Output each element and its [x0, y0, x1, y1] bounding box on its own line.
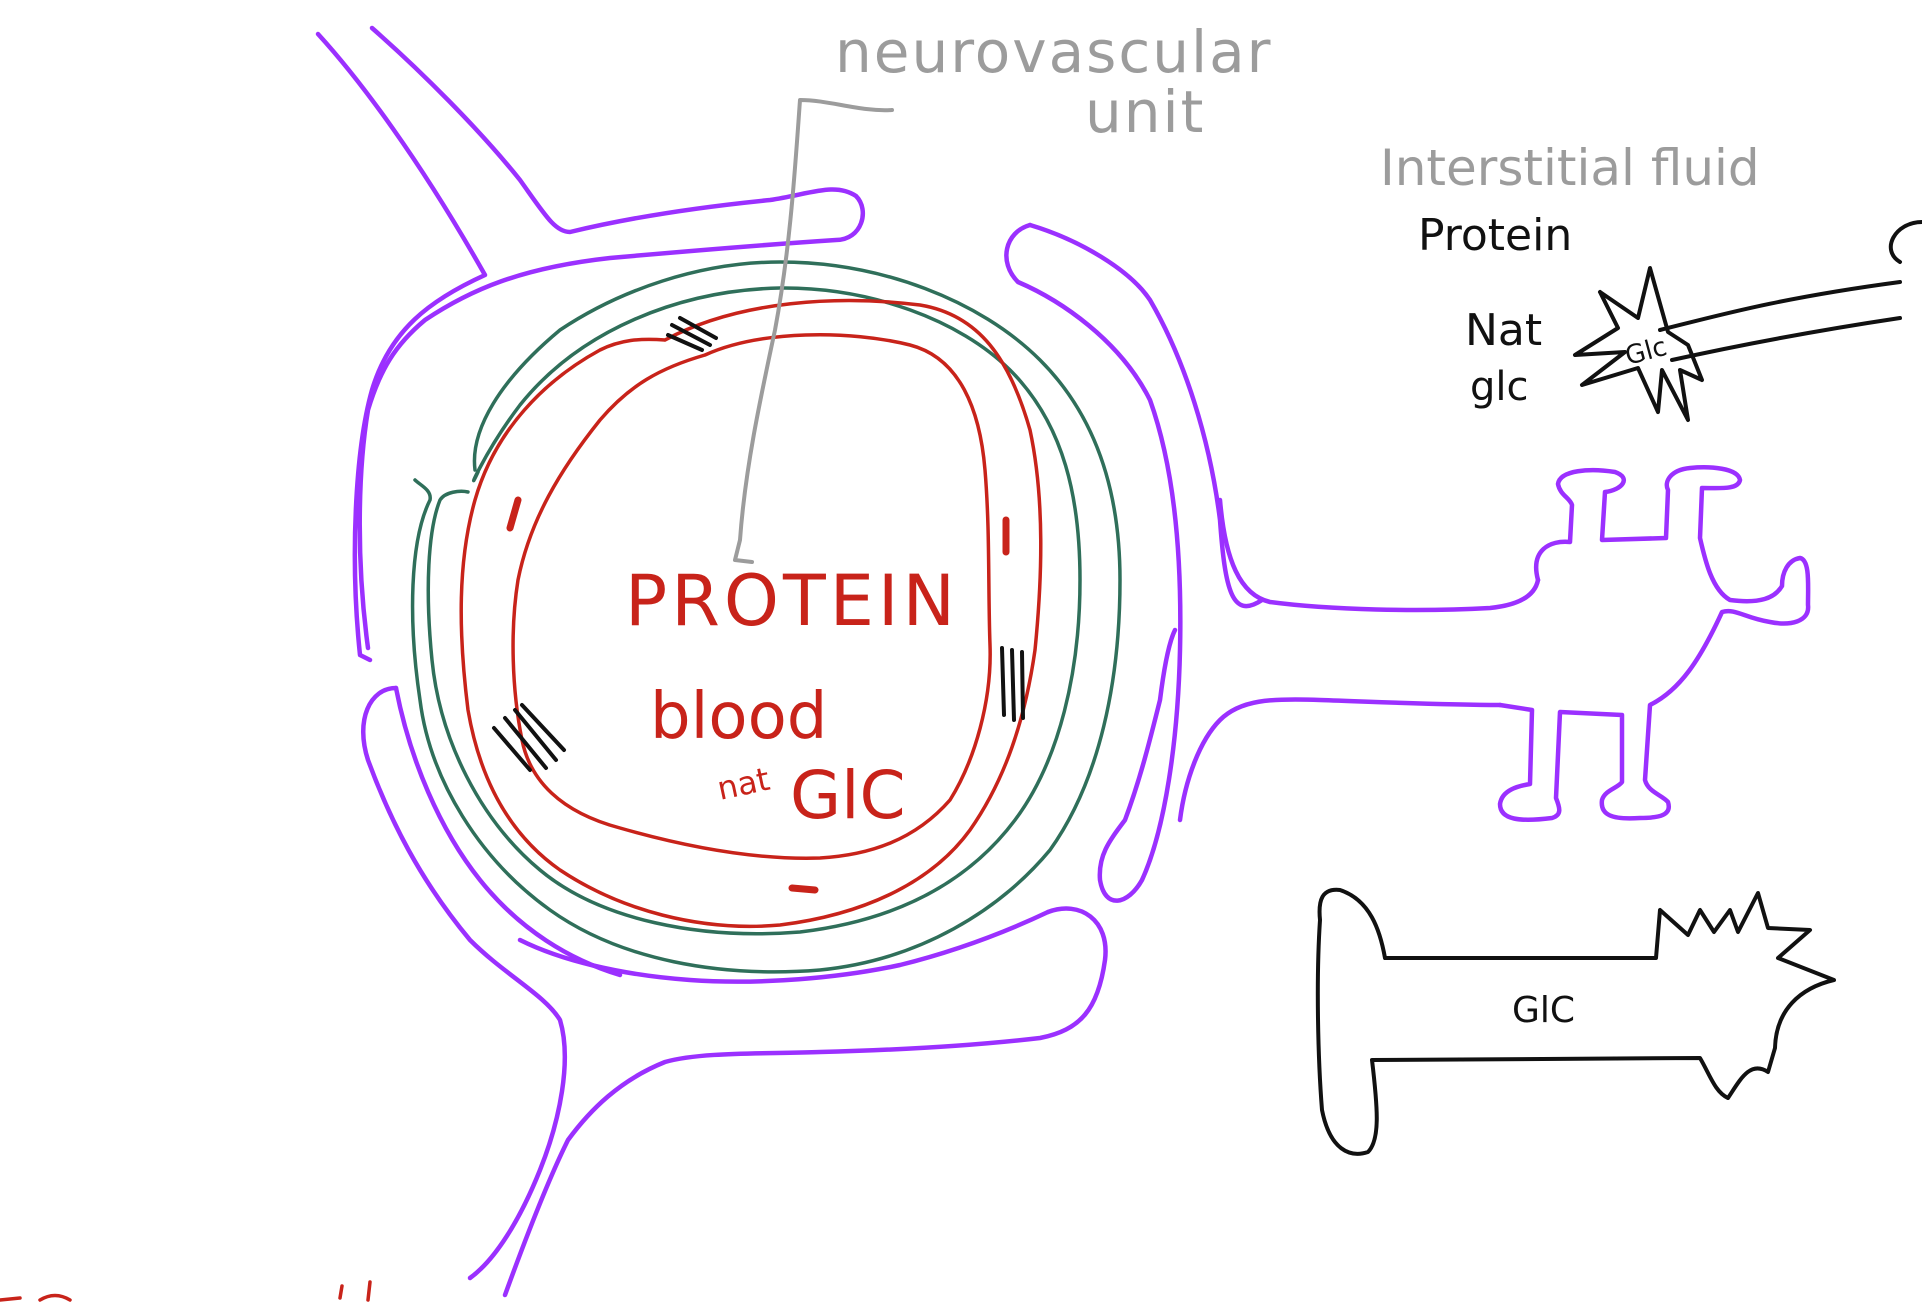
astrocyte-endfeet — [315, 25, 1811, 1298]
astrocyte-foot-upper-right-outer — [1027, 222, 1265, 609]
transporter-top — [1573, 220, 1922, 422]
endothelium — [459, 298, 1043, 929]
tight-junction-right — [1000, 646, 1025, 722]
label-title-line2: unit — [1085, 78, 1205, 146]
astrocyte-process-bottom-left — [361, 685, 567, 1281]
basement-membrane-outer — [410, 260, 1122, 974]
label-glc-blood: GlC — [790, 757, 906, 834]
basement-membrane — [410, 260, 1122, 974]
label-interstitial-protein: Protein — [1418, 210, 1572, 261]
tight-junction-top — [666, 316, 718, 352]
label-protein-blood: PROTEIN — [625, 560, 959, 642]
transporter-bottom-body — [1315, 887, 1836, 1156]
annotation-pointer — [733, 98, 894, 564]
transporter-bottom — [1315, 887, 1836, 1156]
astrocyte-branch-lower — [1177, 697, 1503, 823]
nucleus-bottom — [788, 884, 819, 894]
cutoff-scribble — [0, 1280, 372, 1302]
astrocyte-process-top-left — [315, 31, 488, 663]
label-glc-outside: glc — [1470, 364, 1529, 410]
label-interstitial-fluid: Interstitial fluid — [1380, 139, 1760, 197]
tight-junction-left — [492, 703, 566, 772]
astrocyte-foot-lower-right — [502, 906, 1108, 1298]
label-nat-outside: Nat — [1465, 305, 1542, 356]
labels: neurovascular unit Interstitial fluid Pr… — [625, 18, 1760, 1031]
astrocyte-branch-upper — [1217, 497, 1541, 613]
astrocyte-process-left-inner — [393, 685, 623, 978]
astrocyte-foot-upper-right — [1004, 222, 1183, 903]
transporter-top-stem — [1658, 280, 1902, 362]
basement-membrane-inner — [426, 286, 1082, 936]
astrocyte-process-top-left-outer — [357, 25, 866, 651]
transporter-top-cap — [1888, 220, 1922, 264]
label-blood: blood — [650, 680, 827, 754]
endothelium-outer — [459, 298, 1043, 929]
endothelium-inner — [511, 333, 992, 860]
label-nat-blood: nat — [714, 760, 773, 808]
nucleus-left — [506, 496, 522, 532]
label-glc-star: Glc — [1622, 332, 1670, 372]
label-title-line1: neurovascular — [835, 18, 1273, 86]
glc-star — [1573, 266, 1704, 422]
label-glc-transporter: GlC — [1512, 990, 1575, 1031]
astrocyte-body — [1497, 465, 1811, 822]
